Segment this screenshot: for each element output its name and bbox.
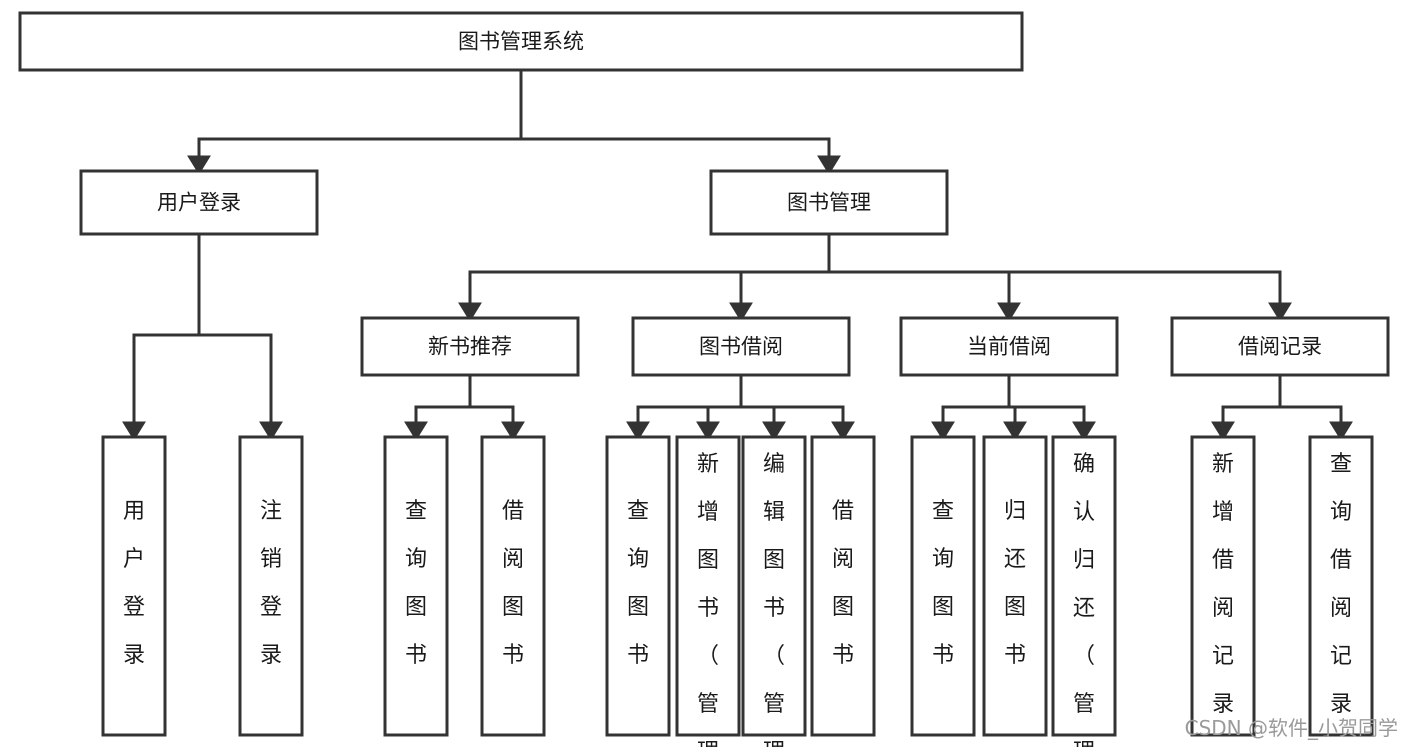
conn-root-bus	[187, 68, 841, 175]
node-leaf-query-book-1-label: 查询图书	[405, 499, 427, 668]
node-leaf-query-book-2[interactable]: 查询图书	[605, 435, 671, 737]
node-leaf-borrow-book-1-rect[interactable]	[480, 435, 546, 737]
node-leaf-add-book[interactable]: 新增图书（管理员）	[675, 435, 741, 747]
node-leaf-borrow-book-1-label: 借阅图书	[502, 499, 524, 668]
node-book-borrow-rect[interactable]	[631, 316, 851, 377]
node-leaf-query-record[interactable]: 查询借阅记录	[1308, 435, 1374, 737]
node-leaf-edit-book-rect[interactable]	[741, 435, 807, 737]
node-leaf-add-book-rect[interactable]	[675, 435, 741, 737]
node-leaf-borrow-book-1[interactable]: 借阅图书	[480, 435, 546, 737]
node-leaf-confirm-return[interactable]: 确认归还（管理员）	[1051, 435, 1117, 747]
node-book-manage-rect[interactable]	[709, 169, 949, 236]
conn-current-borrow-bus	[931, 373, 1096, 441]
node-user-login[interactable]: 用户登录	[79, 169, 319, 236]
node-current-borrow[interactable]: 当前借阅	[899, 316, 1119, 377]
node-leaf-query-record-label: 查询借阅记录	[1330, 452, 1352, 717]
node-user-login-label: 用户登录	[157, 191, 241, 215]
conn-book-manage-bus	[458, 232, 1292, 322]
node-leaf-query-book-2-rect[interactable]	[605, 435, 671, 737]
node-leaf-add-record-rect[interactable]	[1190, 435, 1256, 737]
boxes-layer: 图书管理系统用户登录图书管理新书推荐图书借阅当前借阅借阅记录用户登录注销登录查询…	[18, 11, 1390, 747]
node-leaf-return-book[interactable]: 归还图书	[982, 435, 1048, 737]
node-leaf-query-book-3-rect[interactable]	[910, 435, 976, 737]
node-new-book-rec[interactable]: 新书推荐	[360, 316, 580, 377]
node-leaf-query-record-rect[interactable]	[1308, 435, 1374, 737]
node-leaf-borrow-book-2[interactable]: 借阅图书	[810, 435, 876, 737]
node-current-borrow-rect[interactable]	[899, 316, 1119, 377]
node-root-label: 图书管理系统	[458, 30, 584, 54]
node-leaf-add-record[interactable]: 新增借阅记录	[1190, 435, 1256, 737]
connectors-layer	[122, 68, 1353, 441]
node-leaf-query-book-1[interactable]: 查询图书	[383, 435, 449, 737]
node-root[interactable]: 图书管理系统	[18, 11, 1024, 72]
node-leaf-user-login-label: 用户登录	[123, 499, 145, 668]
conn-new-book-rec-bus	[404, 373, 525, 441]
node-leaf-borrow-book-2-rect[interactable]	[810, 435, 876, 737]
node-leaf-return-book-label: 归还图书	[1004, 499, 1026, 668]
node-leaf-query-book-1-rect[interactable]	[383, 435, 449, 737]
node-book-manage[interactable]: 图书管理	[709, 169, 949, 236]
conn-user-login-bus	[122, 232, 283, 441]
node-leaf-add-record-label: 新增借阅记录	[1212, 452, 1234, 717]
node-user-login-rect[interactable]	[79, 169, 319, 236]
node-borrow-record[interactable]: 借阅记录	[1170, 316, 1390, 377]
node-leaf-edit-book-label: 编辑图书（管理员）	[763, 452, 785, 747]
node-leaf-user-login-rect[interactable]	[101, 435, 167, 737]
node-leaf-user-login[interactable]: 用户登录	[101, 435, 167, 737]
node-new-book-rec-label: 新书推荐	[428, 335, 512, 359]
node-leaf-confirm-return-label: 确认归还（管理员）	[1073, 452, 1095, 747]
node-book-borrow-label: 图书借阅	[699, 335, 783, 359]
node-borrow-record-rect[interactable]	[1170, 316, 1390, 377]
node-book-borrow[interactable]: 图书借阅	[631, 316, 851, 377]
node-new-book-rec-rect[interactable]	[360, 316, 580, 377]
node-leaf-query-book-2-label: 查询图书	[627, 499, 649, 668]
node-leaf-borrow-book-2-label: 借阅图书	[832, 499, 854, 668]
node-leaf-edit-book[interactable]: 编辑图书（管理员）	[741, 435, 807, 747]
conn-borrow-record-bus	[1211, 373, 1353, 441]
node-borrow-record-label: 借阅记录	[1238, 335, 1322, 359]
node-leaf-logout-rect[interactable]	[238, 435, 304, 737]
node-current-borrow-label: 当前借阅	[967, 335, 1051, 359]
node-leaf-logout[interactable]: 注销登录	[238, 435, 304, 737]
node-root-rect[interactable]	[18, 11, 1024, 72]
node-leaf-logout-label: 注销登录	[260, 499, 282, 668]
node-book-manage-label: 图书管理	[787, 191, 871, 215]
node-leaf-add-book-label: 新增图书（管理员）	[697, 452, 719, 747]
csdn-watermark: CSDN @软件_小贺同学	[1185, 716, 1398, 740]
node-leaf-confirm-return-rect[interactable]	[1051, 435, 1117, 737]
node-leaf-return-book-rect[interactable]	[982, 435, 1048, 737]
node-leaf-query-book-3[interactable]: 查询图书	[910, 435, 976, 737]
node-leaf-query-book-3-label: 查询图书	[932, 499, 954, 668]
conn-book-borrow-bus	[626, 373, 855, 441]
